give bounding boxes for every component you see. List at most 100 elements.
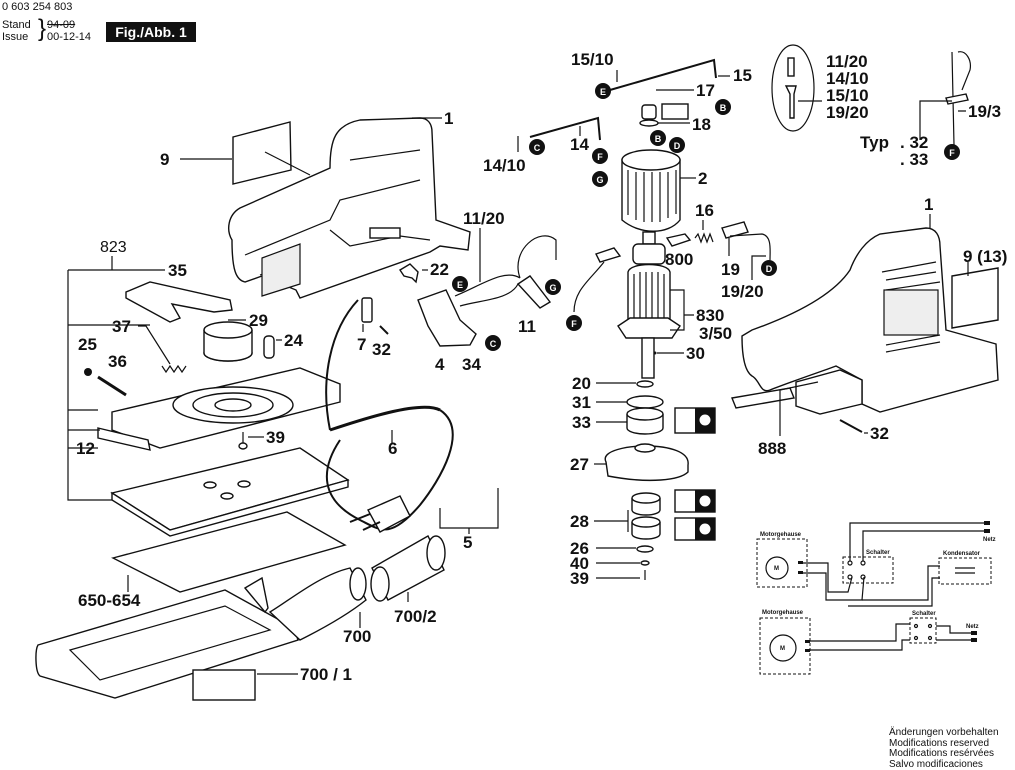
figure-badge: Fig./Abb. 1 (106, 22, 196, 42)
brush-holder-left[interactable] (573, 247, 622, 313)
label-plate-9[interactable] (232, 121, 311, 185)
connector-D-brush: D (761, 260, 777, 276)
adapter-700-2[interactable] (370, 535, 446, 602)
bracket-22[interactable] (399, 263, 419, 284)
cable-6[interactable] (329, 405, 441, 432)
svg-text:G: G (596, 175, 603, 185)
dust-box-700[interactable] (35, 567, 367, 699)
label-plate-9-13[interactable] (951, 267, 999, 329)
type-value-32: . 32 (900, 133, 928, 152)
label-30: 30 (686, 344, 705, 363)
connector-G-capacitor: G (545, 279, 561, 295)
spring-37[interactable] (161, 364, 187, 374)
svg-text:F: F (949, 148, 955, 158)
label-16: 16 (695, 201, 714, 220)
brush-spring-16[interactable] (694, 232, 714, 244)
label-33: 33 (572, 413, 591, 432)
footer-line-es: Salvo modificaciones (889, 758, 983, 770)
svg-text:E: E (600, 87, 606, 97)
connector-F-brush: F (566, 315, 582, 331)
label-823: 823 (100, 239, 127, 256)
counterweight-29[interactable] (203, 321, 253, 362)
base-plate-assembly[interactable] (97, 367, 341, 451)
connector-B-coil: B (650, 130, 666, 146)
capacitor-11[interactable] (454, 235, 557, 309)
label-plate-700-1[interactable] (192, 669, 256, 701)
label-12: 12 (76, 439, 95, 458)
housing-left-half[interactable] (228, 117, 471, 299)
svg-text:C: C (534, 143, 541, 153)
label-888: 888 (758, 439, 786, 458)
label-700-1: 700 / 1 (300, 665, 352, 684)
bearing-symbol-28a (674, 489, 716, 513)
label-7: 7 (357, 335, 366, 354)
sanding-sheet-650-654[interactable] (111, 511, 347, 593)
carbon-brush-800[interactable] (665, 233, 692, 247)
shaft-stack[interactable] (604, 380, 689, 580)
label-18: 18 (692, 115, 711, 134)
type-plate-888[interactable] (731, 387, 795, 409)
connector-E-switch: E (452, 276, 468, 292)
label-22: 22 (430, 260, 449, 279)
connector-C-wire14: C (529, 139, 545, 155)
label-1-top: 1 (444, 109, 453, 128)
label-650-654: 650-654 (78, 591, 141, 610)
label-28: 28 (570, 512, 589, 531)
terminal-clip-inset (919, 51, 971, 146)
armature-830[interactable] (617, 231, 681, 379)
label-9-13: 9 (13) (963, 247, 1007, 266)
svg-text:Kondensator: Kondensator (943, 551, 981, 557)
svg-text:F: F (571, 319, 577, 329)
issue-date: 00-12-14 (47, 31, 92, 43)
label-39-shaft: 39 (570, 569, 589, 588)
label-31: 31 (572, 393, 591, 412)
connector-F-typ: F (944, 144, 960, 160)
svg-text:D: D (674, 141, 681, 151)
cable-clamp-7[interactable] (361, 297, 389, 335)
bearing-symbol-28b (674, 517, 716, 541)
sanding-pad[interactable] (110, 447, 350, 537)
pin-24[interactable] (263, 335, 275, 359)
footer-line-fr: Modifications resérvées (889, 748, 995, 759)
label-1-right: 1 (924, 195, 933, 214)
wire-terminal-inset (771, 44, 822, 132)
screw-39-base[interactable] (238, 432, 248, 450)
svg-text:Schalter: Schalter (866, 550, 890, 556)
housing-right-half[interactable] (741, 227, 999, 415)
label-830: 830 (696, 306, 724, 325)
screw-25[interactable] (84, 368, 92, 376)
brush-holder-19[interactable] (721, 221, 771, 261)
switch-4[interactable] (417, 289, 477, 347)
inset-code-19-20: 19/20 (826, 103, 869, 122)
footer-line-de: Änderungen vorbehalten (889, 727, 999, 738)
label-32-right: 32 (870, 424, 889, 443)
wiring-diagram-2: Motorgehause M Schalter Netz (759, 610, 979, 675)
svg-text:Netz: Netz (966, 624, 979, 630)
type-label: Typ (860, 133, 889, 152)
label-11: 11 (518, 317, 536, 336)
label-37: 37 (112, 317, 131, 336)
label-15: 15 (733, 66, 752, 85)
stand-label: Stand (2, 19, 31, 31)
mains-plug[interactable] (349, 495, 411, 533)
spring-washer-40 (640, 560, 650, 566)
field-coil-2[interactable] (621, 149, 681, 232)
rod-36[interactable] (97, 375, 127, 397)
svg-text:E: E (457, 280, 463, 290)
label-700-2: 700/2 (394, 607, 437, 626)
ring-31 (626, 395, 664, 409)
inset-code-14-10: 14/10 (826, 69, 869, 88)
label-34: 34 (462, 355, 481, 374)
svg-text:D: D (766, 264, 773, 274)
wire-14[interactable] (529, 116, 601, 141)
label-800: 800 (665, 250, 693, 269)
connector-E-wire15: E (595, 83, 611, 99)
label-15-10: 15/10 (571, 50, 614, 69)
connector-F-coil: F (592, 148, 608, 164)
wire-15[interactable] (609, 58, 717, 91)
svg-text:Motorgehause: Motorgehause (760, 532, 802, 538)
lever-35[interactable] (125, 281, 233, 323)
svg-text:G: G (549, 283, 556, 293)
label-5: 5 (463, 533, 472, 552)
